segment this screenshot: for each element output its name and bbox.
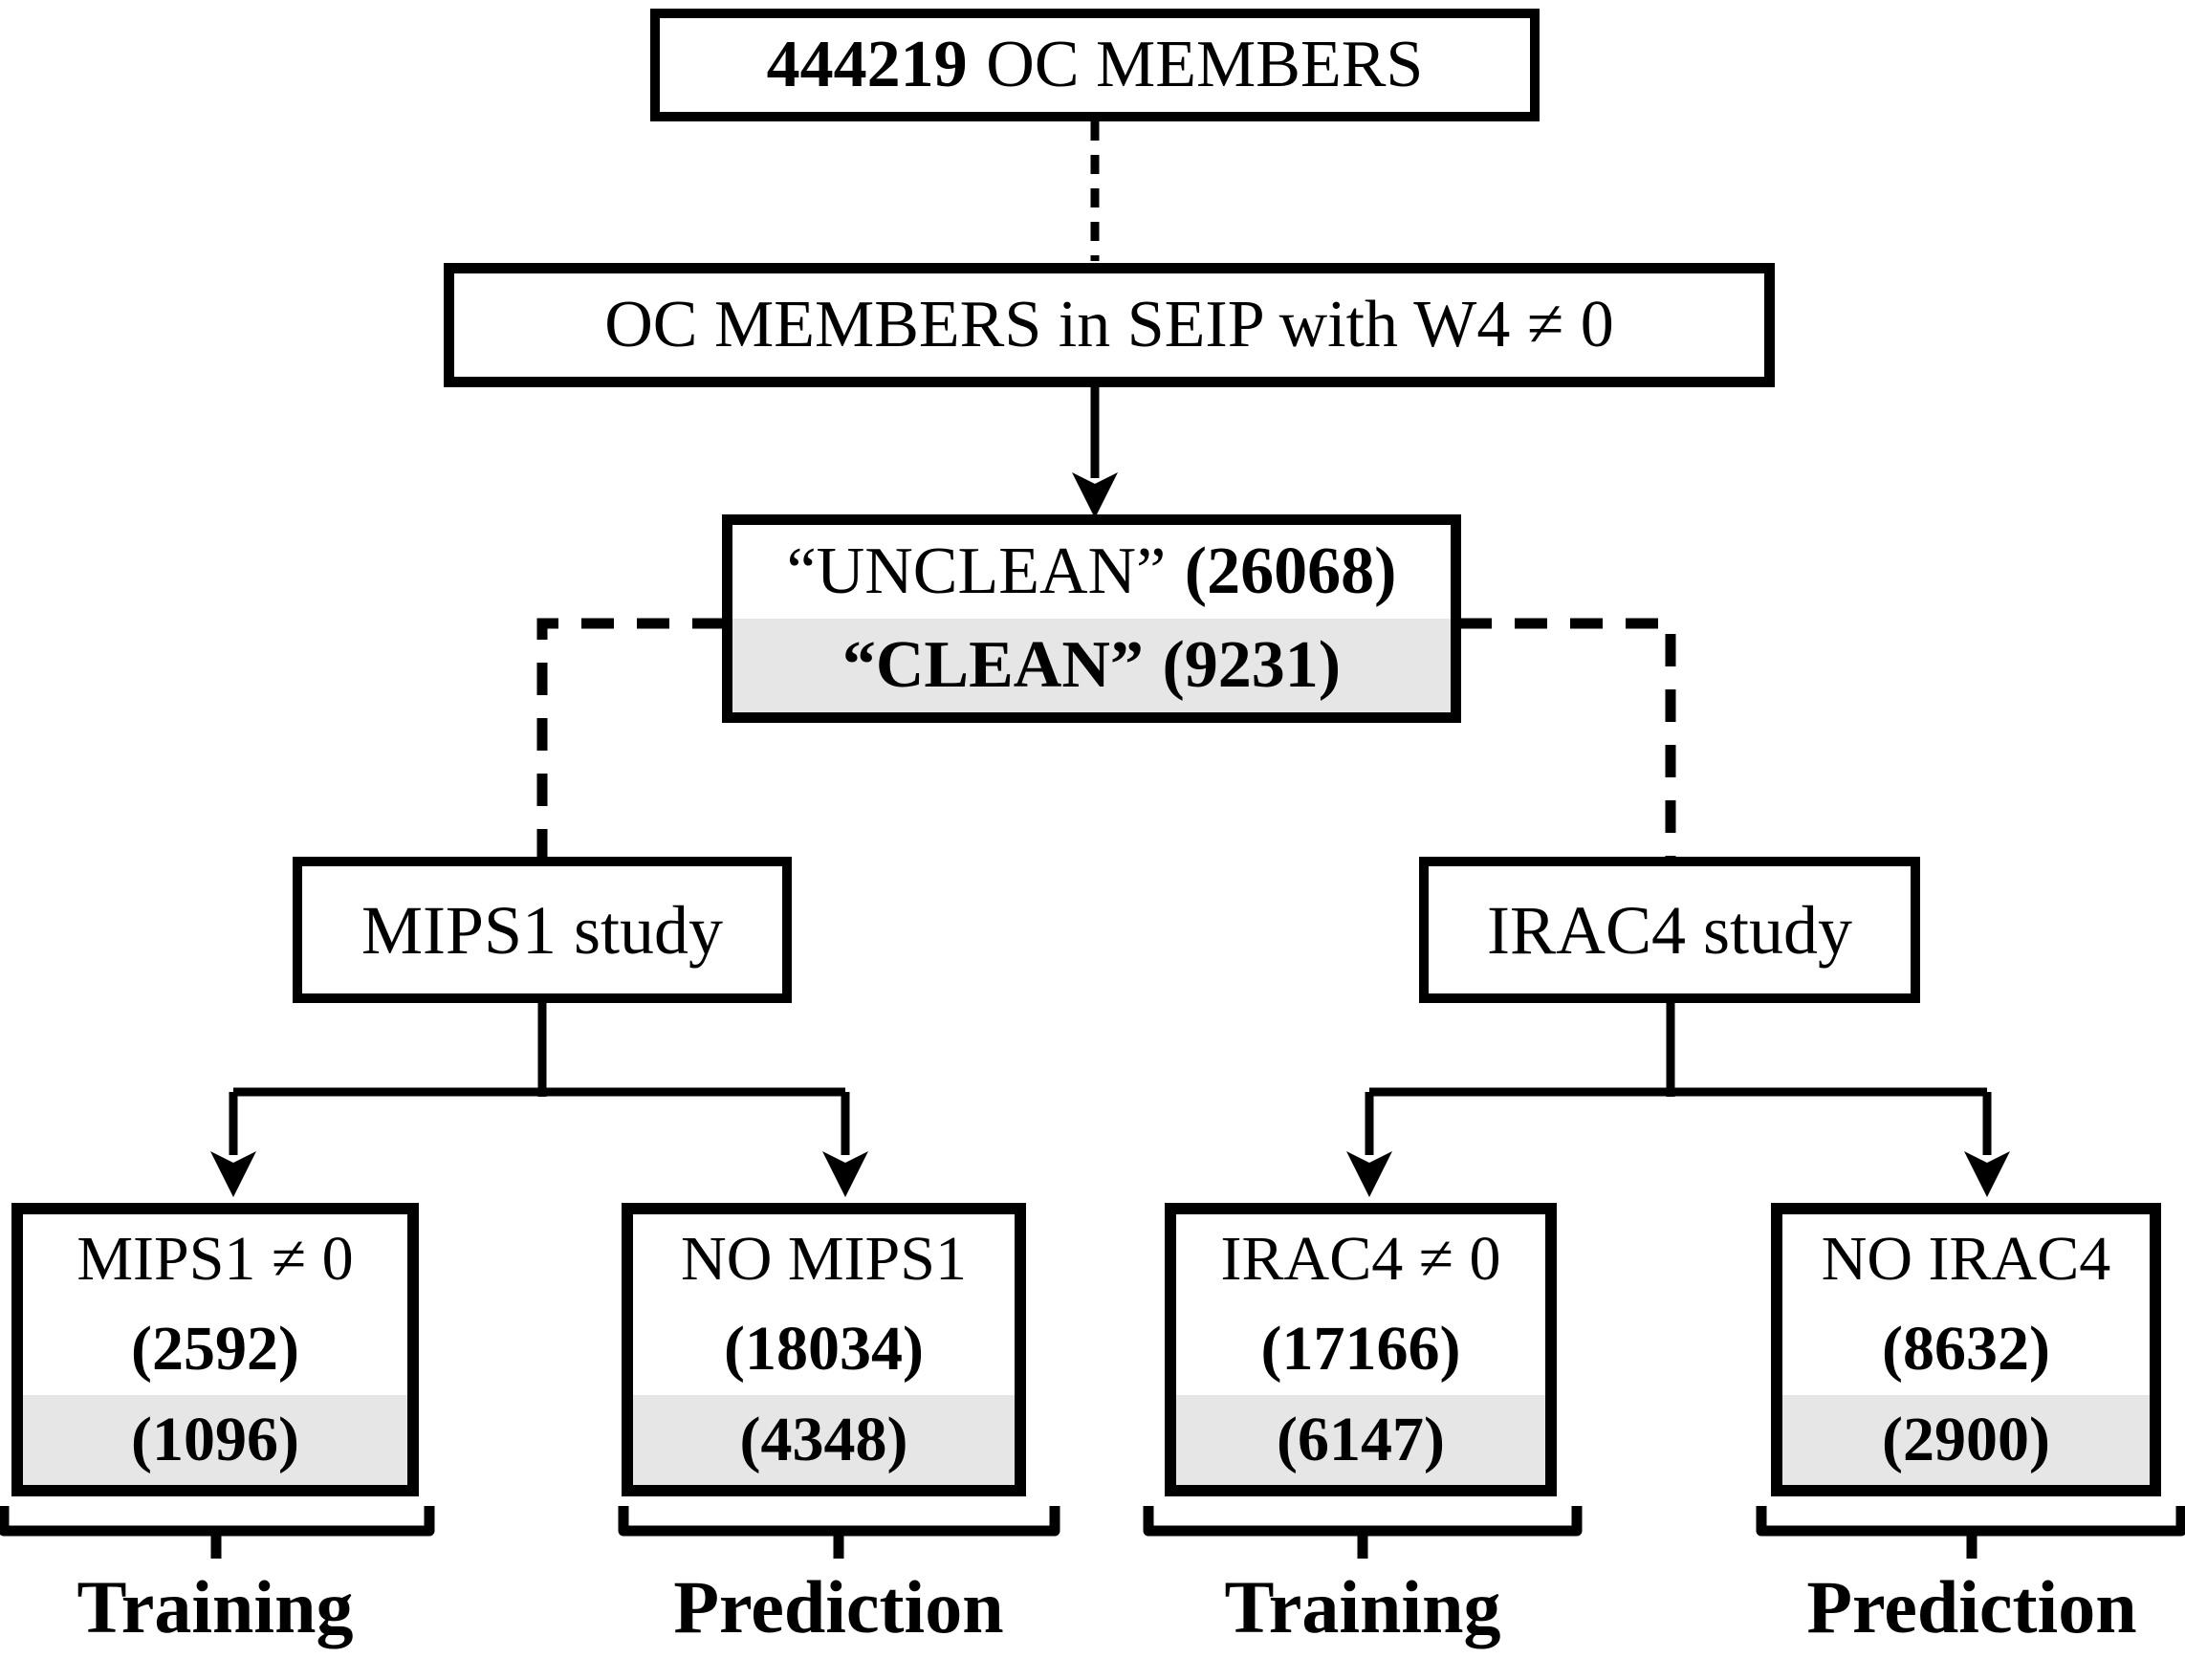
leaf-unclean-count-row: (2592) (23, 1304, 407, 1394)
mips1-prediction-title: NO MIPS1 (681, 1224, 967, 1295)
brace-irac4-prediction (1756, 1506, 2185, 1559)
training-label-mips1: Training (76, 1565, 354, 1648)
unclean-row: “UNCLEAN” (26068) (732, 525, 1451, 619)
root-members-box: 444219 OC MEMBERS (650, 9, 1540, 121)
mips1-training-title: MIPS1 ≠ 0 (76, 1224, 354, 1295)
root-members-count: 444219 (766, 28, 968, 101)
brace-mips1-training (0, 1506, 435, 1559)
mips1-study-box: MIPS1 study (293, 857, 792, 1003)
mips1-study-label: MIPS1 study (361, 891, 724, 969)
irac4-training-box: IRAC4 ≠ 0 (17166) (6147) (1165, 1203, 1557, 1496)
clean-row: “CLEAN” (9231) (732, 619, 1451, 712)
arrow-seip-to-split-head (1072, 472, 1118, 518)
seip-filter-label: OC MEMBERS in SEIP with W4 ≠ 0 (604, 288, 1614, 361)
mips1-prediction-box: NO MIPS1 (18034) (4348) (622, 1203, 1026, 1496)
brace-mips1-prediction (618, 1506, 1060, 1559)
arrow-to-mips1-training-head (210, 1151, 256, 1197)
prediction-label-mips1: Prediction (673, 1565, 1004, 1648)
seip-filter-box: OC MEMBERS in SEIP with W4 ≠ 0 (444, 263, 1775, 387)
leaf-unclean-count-row: (18034) (633, 1304, 1015, 1394)
clean-count: (9231) (1162, 628, 1342, 702)
mips1-training-box: MIPS1 ≠ 0 (2592) (1096) (11, 1203, 419, 1496)
prediction-label-irac4: Prediction (1806, 1565, 2137, 1648)
unclean-label: “UNCLEAN” (786, 535, 1167, 608)
irac4-prediction-unclean-count: (8632) (1882, 1314, 2050, 1385)
irac4-study-label: IRAC4 study (1486, 891, 1853, 969)
irac4-training-unclean-count: (17166) (1260, 1314, 1461, 1385)
clean-label: “CLEAN” (841, 628, 1144, 702)
irac4-prediction-title: NO IRAC4 (1821, 1224, 2111, 1295)
irac4-training-clean-count: (6147) (1277, 1404, 1445, 1474)
mips1-prediction-unclean-count: (18034) (724, 1314, 924, 1385)
mips1-prediction-clean-count: (4348) (739, 1404, 908, 1474)
irac4-prediction-box: NO IRAC4 (8632) (2900) (1771, 1203, 2161, 1496)
unclean-count: (26068) (1184, 535, 1397, 608)
irac4-prediction-clean-count: (2900) (1882, 1404, 2050, 1474)
irac4-study-box: IRAC4 study (1419, 857, 1920, 1003)
leaf-title-row: NO MIPS1 (633, 1214, 1015, 1304)
leaf-clean-count-row: (1096) (23, 1394, 407, 1485)
leaf-clean-count-row: (6147) (1176, 1394, 1545, 1485)
leaf-title-row: MIPS1 ≠ 0 (23, 1214, 407, 1304)
arrow-to-irac4-training-head (1346, 1151, 1392, 1197)
dashed-connector-split-to-irac4 (1459, 618, 1676, 857)
training-label-irac4: Training (1224, 1565, 1501, 1648)
arrow-to-mips1-prediction-head (822, 1151, 868, 1197)
root-members-label: OC MEMBERS (986, 28, 1424, 101)
leaf-title-row: NO IRAC4 (1782, 1214, 2150, 1304)
leaf-clean-count-row: (2900) (1782, 1394, 2150, 1485)
unclean-clean-split-box: “UNCLEAN” (26068) “CLEAN” (9231) (722, 514, 1461, 723)
arrow-to-irac4-prediction-head (1964, 1151, 2010, 1197)
leaf-clean-count-row: (4348) (633, 1394, 1015, 1485)
irac4-training-title: IRAC4 ≠ 0 (1220, 1224, 1501, 1295)
mips1-training-clean-count: (1096) (131, 1404, 299, 1474)
leaf-unclean-count-row: (17166) (1176, 1304, 1545, 1394)
leaf-unclean-count-row: (8632) (1782, 1304, 2150, 1394)
leaf-title-row: IRAC4 ≠ 0 (1176, 1214, 1545, 1304)
brace-irac4-training (1143, 1506, 1583, 1559)
mips1-training-unclean-count: (2592) (131, 1314, 299, 1385)
dashed-connector-split-to-mips1 (536, 618, 725, 857)
